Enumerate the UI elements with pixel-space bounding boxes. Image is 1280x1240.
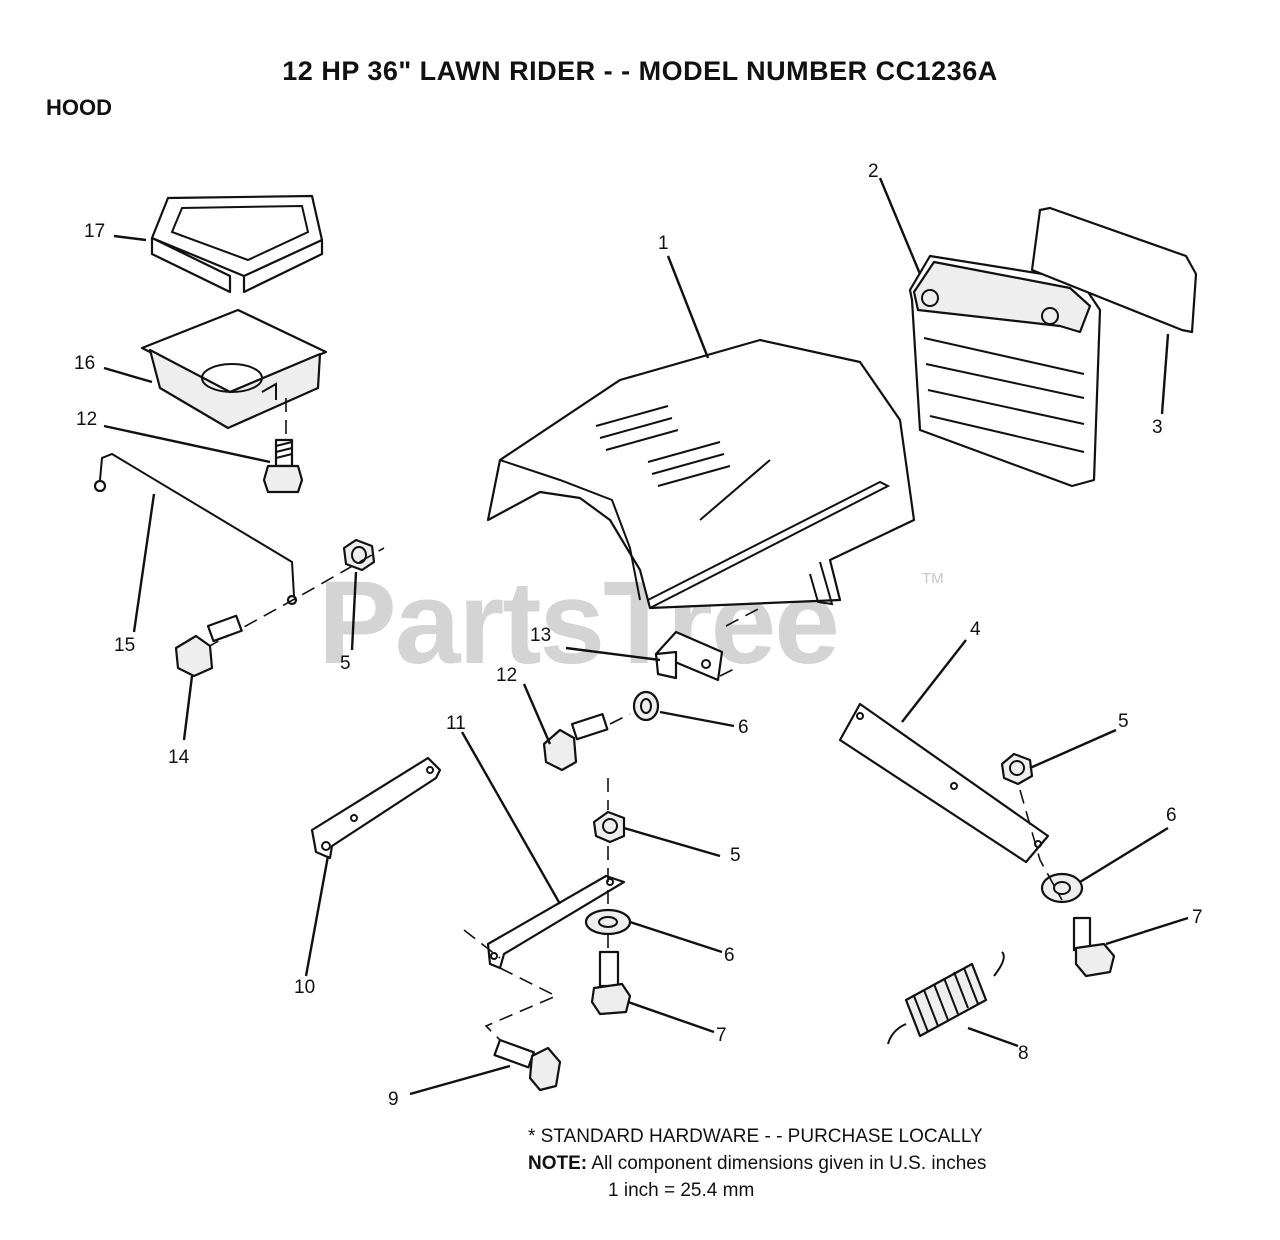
watermark-tm: TM <box>922 570 944 587</box>
callout-7-center: 7 <box>716 1025 727 1046</box>
part-bolt-middle[interactable] <box>542 713 609 772</box>
part-hood[interactable] <box>486 338 916 610</box>
callout-6-center: 6 <box>724 945 735 966</box>
part-tray[interactable] <box>140 308 328 430</box>
part-washer-middle[interactable] <box>632 690 660 722</box>
part-badge[interactable] <box>1030 206 1198 334</box>
part-bolt-9[interactable] <box>493 1038 562 1092</box>
part-nut-center[interactable] <box>592 810 626 844</box>
callout-13: 13 <box>530 625 552 646</box>
part-washer-right[interactable] <box>1040 872 1084 904</box>
part-nut-right[interactable] <box>1000 752 1034 786</box>
callout-14: 14 <box>168 747 190 768</box>
part-strap-11[interactable] <box>486 874 626 970</box>
callout-12-upper: 12 <box>76 409 98 430</box>
callout-15: 15 <box>114 635 136 656</box>
part-bolt-center[interactable] <box>590 950 632 1016</box>
callout-16: 16 <box>74 353 96 374</box>
callout-2: 2 <box>868 161 879 182</box>
callout-3: 3 <box>1152 417 1163 438</box>
part-clip[interactable] <box>654 630 724 682</box>
note-label: NOTE: <box>528 1153 588 1174</box>
part-bolt-upper[interactable] <box>262 438 304 494</box>
callout-6-middle: 6 <box>738 717 749 738</box>
callout-5-center: 5 <box>730 845 741 866</box>
part-bolt-14[interactable] <box>174 614 243 678</box>
callout-12-middle: 12 <box>496 665 518 686</box>
note-text: All component dimensions given in U.S. i… <box>591 1153 987 1174</box>
page-title: 12 HP 36" LAWN RIDER - - MODEL NUMBER CC… <box>282 56 998 86</box>
callout-10: 10 <box>294 977 316 998</box>
callout-11: 11 <box>446 713 466 734</box>
callout-17: 17 <box>84 221 106 242</box>
part-grille[interactable] <box>908 254 1102 488</box>
part-spring[interactable] <box>887 951 1005 1045</box>
conversion-note: 1 inch = 25.4 mm <box>608 1180 755 1201</box>
callout-7-right: 7 <box>1192 907 1203 928</box>
part-nut-left[interactable] <box>342 538 376 572</box>
leader-lines <box>103 177 1189 1096</box>
part-foam-seal[interactable] <box>150 194 324 294</box>
callout-4: 4 <box>970 619 981 640</box>
dimensions-note: NOTE: All component dimensions given in … <box>528 1151 986 1178</box>
part-bracket-10[interactable] <box>310 756 442 860</box>
callout-1: 1 <box>658 233 669 254</box>
part-bolt-right[interactable] <box>1072 916 1116 978</box>
part-washer-center[interactable] <box>584 908 632 936</box>
callout-5-right: 5 <box>1118 711 1129 732</box>
callout-9: 9 <box>388 1089 399 1110</box>
callout-8: 8 <box>1018 1043 1029 1064</box>
callout-6-right: 6 <box>1166 805 1177 826</box>
callout-5-left: 5 <box>340 653 351 674</box>
part-support-bar[interactable] <box>838 702 1050 864</box>
section-label: HOOD <box>46 95 112 120</box>
standard-hardware-note: * STANDARD HARDWARE - - PURCHASE LOCALLY <box>528 1126 983 1147</box>
